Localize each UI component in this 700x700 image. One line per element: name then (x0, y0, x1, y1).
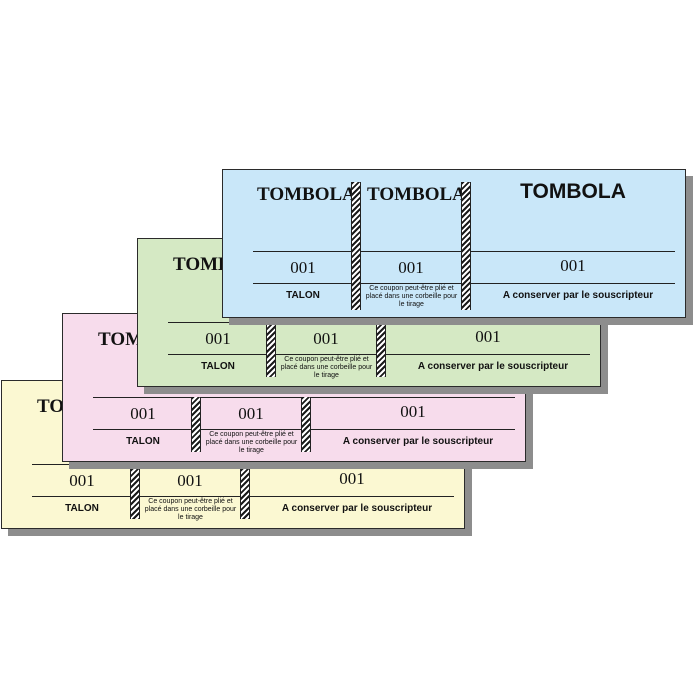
main-number: 001 (475, 327, 501, 346)
perforation-line (301, 397, 311, 452)
coupon-note: Ce coupon peut-être plié et placé dans u… (205, 431, 298, 454)
stub-label: TALON (201, 361, 235, 372)
main-label: A conserver par le souscripteur (342, 436, 494, 447)
main-number: 001 (560, 256, 586, 275)
main-number: 001 (339, 469, 365, 488)
stub-number: 001 (290, 258, 316, 277)
coupon-number: 001 (398, 258, 424, 277)
stub-label: TALON (286, 290, 320, 301)
perforation-line (266, 322, 276, 377)
main-title: TOMBOLA (520, 180, 626, 203)
coupon-note: Ce coupon peut-être plié et placé dans u… (280, 356, 373, 379)
stub-number: 001 (205, 329, 231, 348)
perforation-line (191, 397, 201, 452)
perforation-line (240, 469, 250, 519)
stub-number: 001 (69, 471, 95, 490)
stub-number: 001 (130, 404, 156, 423)
stub-label: TALON (65, 503, 99, 514)
coupon-number: 001 (177, 471, 203, 490)
coupon-title: TOMBOLA (367, 184, 466, 205)
ticket-title: TOMBOLA (257, 184, 356, 205)
main-number: 001 (400, 402, 426, 421)
main-label: A conserver par le souscripteur (281, 503, 433, 514)
perforation-line (351, 182, 361, 310)
perforation-line (461, 182, 471, 310)
coupon-note: Ce coupon peut-être plié et placé dans u… (365, 285, 458, 308)
main-label: A conserver par le souscripteur (502, 290, 654, 301)
perforation-line (130, 469, 140, 519)
coupon-number: 001 (313, 329, 339, 348)
perforation-line (376, 322, 386, 377)
main-label: A conserver par le souscripteur (417, 361, 569, 372)
divider-line (32, 464, 454, 465)
coupon-number: 001 (238, 404, 264, 423)
stub-label: TALON (126, 436, 160, 447)
raffle-ticket-blue: TOMBOLA TOMBOLA TOMBOLA 001 001 001 TALO… (222, 169, 686, 318)
coupon-note: Ce coupon peut-être plié et placé dans u… (144, 498, 237, 521)
